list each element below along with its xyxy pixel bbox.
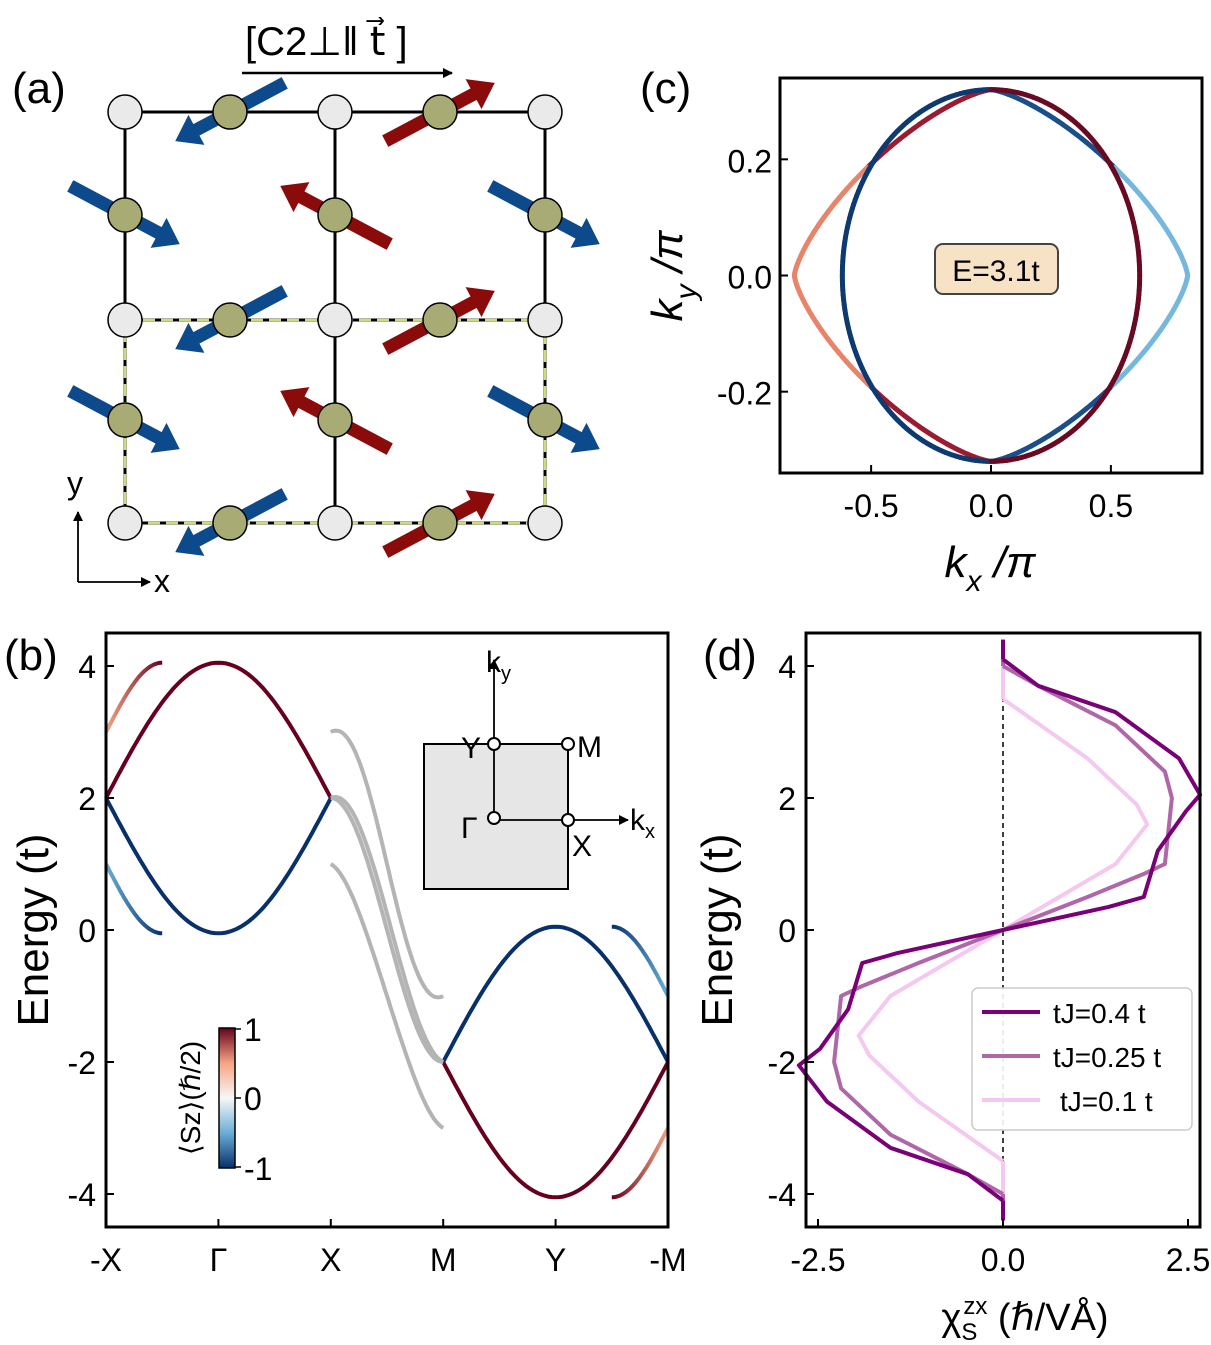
x-tick-label: -2.5 [790,1242,845,1278]
x-tick-label: 0.0 [969,488,1013,524]
band-line [104,863,163,936]
y-tick-label: -4 [768,1177,796,1213]
bz-kx-label: kx [630,804,655,843]
xlabel-d: χSzx (ℏ/VÅ) [941,1293,1108,1345]
energy-annotation-box [934,243,1059,295]
y-tick-label: 4 [778,649,796,685]
band-line [441,924,670,1063]
panel-a: (a) [C2⊥‖ t⃗ ] [12,17,600,599]
ticks-d: -2.5 0.0 2.5 4 2 0 -2 -4 [768,649,1211,1278]
panel-label-b: (b) [4,631,58,680]
band-line [104,660,163,733]
legend-label: tJ=0.1 t [1060,1086,1153,1117]
colorbar-tick: 1 [244,1012,262,1048]
panel-b: (b) 4 2 0 -2 -4 -X Γ X M Y -M Energy (t) ky kx Y M… [4,631,687,1278]
band-line [611,1127,670,1200]
panel-c: (c) -0.5 0.0 0.5 0.2 0.0 -0.2 E=3.1t kx /π ky… [640,64,1204,598]
band-line [330,796,444,1064]
colorbar-tick: -1 [244,1151,272,1187]
x-tick-label: -0.5 [844,488,899,524]
ylabel-b: Energy (t) [9,833,58,1026]
y-tick-label: 2 [78,781,96,817]
legend: tJ=0.4 t tJ=0.25 t tJ=0.1 t [971,987,1193,1131]
y-tick-label: 0 [778,913,796,949]
axis-y-label: y [67,465,83,501]
band-line [329,728,445,1000]
colorbar-label: ⟨Sz⟩(ℏ/2) [175,1041,206,1155]
legend-label: tJ=0.4 t [1053,998,1146,1029]
band-line [104,660,333,799]
panel-label-c: (c) [640,64,691,113]
bz-x-label: X [572,830,592,863]
y-tick-label: 0.0 [728,260,772,296]
bz-y-label: Y [461,732,481,765]
x-tick-label: M [430,1242,457,1278]
band-line [329,862,445,1130]
band-line [104,797,333,936]
x-tick-label: 2.5 [1166,1242,1210,1278]
x-tick-label: -M [649,1242,686,1278]
y-tick-label: 0.2 [728,143,772,179]
energy-annotation: E=3.1t [952,255,1040,288]
bz-ky-label: ky [486,646,511,685]
xlabel-c: kx /π [945,538,1037,598]
legend-label: tJ=0.25 t [1053,1042,1161,1073]
y-tick-label: 4 [78,649,96,685]
bz-gamma-label: Γ [461,812,478,845]
ylabel-d: Energy (t) [693,833,742,1026]
x-tick-label: 0.5 [1089,488,1133,524]
ylabel-c: ky /π [643,229,703,321]
band-line [611,924,670,997]
x-tick-label: 0.0 [981,1242,1025,1278]
band-structure [104,660,670,1200]
bz-inset: ky kx Y M Γ X [423,646,655,890]
nonmagnetic-atoms [107,94,563,541]
y-tick-label: -2 [768,1045,796,1081]
x-tick-label: Γ [210,1242,228,1278]
y-tick-label: 0 [78,913,96,949]
panel-label-a: (a) [12,64,66,113]
symmetry-label: [C2⊥‖ t⃗ ] [245,17,408,64]
axis-x-label: x [154,563,170,599]
band-line [441,1061,670,1200]
x-tick-label: X [320,1242,341,1278]
susceptibility-line [796,657,1203,1203]
x-tick-label: -X [90,1242,122,1278]
x-tick-label: Y [545,1242,566,1278]
y-tick-label: -4 [68,1177,96,1213]
panel-label-d: (d) [703,631,757,680]
magnetic-atoms [107,94,563,541]
y-tick-label: -0.2 [717,376,772,412]
panel-d: (d) -2.5 0.0 2.5 4 2 0 -2 -4 Energy (t) χSzx (ℏ… [693,631,1210,1345]
colorbar: 1 0 -1 ⟨Sz⟩(ℏ/2) [175,1012,272,1187]
fermi-contours [791,87,1191,464]
ticks-c: -0.5 0.0 0.5 0.2 0.0 -0.2 [717,143,1133,524]
band-line [330,795,445,1064]
colorbar-tick: 0 [244,1081,262,1117]
y-tick-label: -2 [68,1045,96,1081]
bz-m-label: M [577,731,602,764]
y-tick-label: 2 [778,781,796,817]
ticks-b: 4 2 0 -2 -4 -X Γ X M Y -M [68,649,687,1278]
susceptibility-curves [796,639,1203,1221]
